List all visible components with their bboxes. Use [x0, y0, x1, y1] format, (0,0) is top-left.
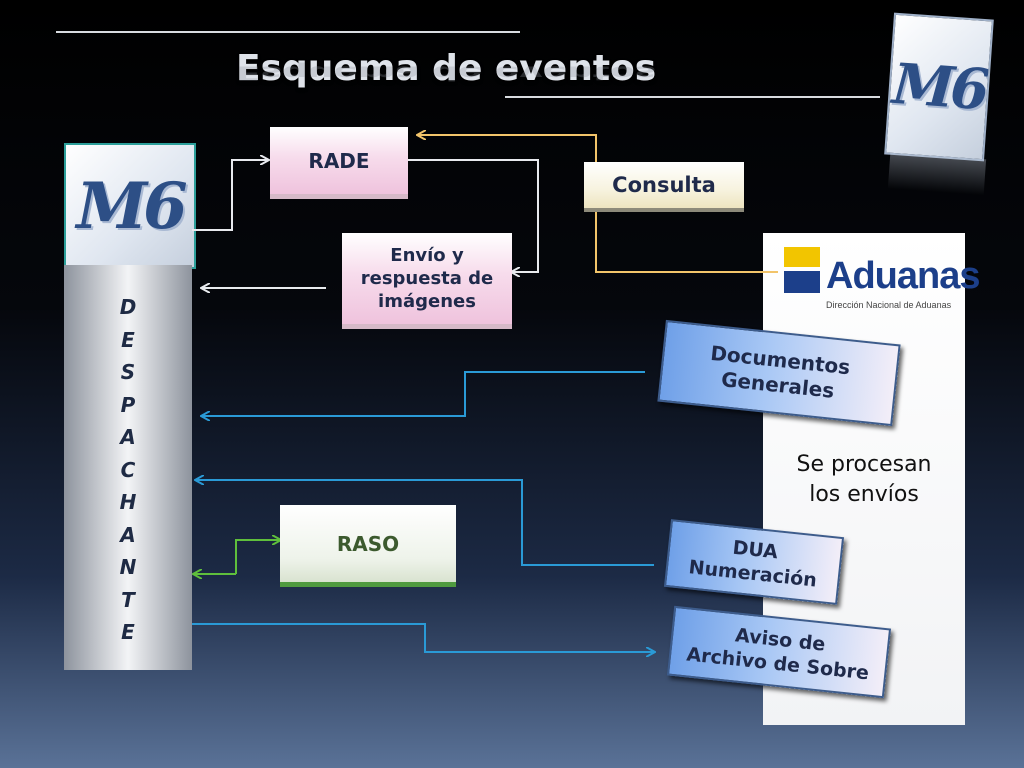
top-rule-right [505, 96, 880, 98]
rade-box: RADE [270, 127, 408, 199]
despachante-letter: E [121, 327, 135, 352]
despachante-letter: A [120, 522, 136, 547]
despachante-letter: N [119, 555, 137, 579]
top-rule-left [56, 31, 520, 33]
despachante-letter: P [120, 392, 136, 417]
despachante-letter: H [119, 490, 137, 514]
arrow-despachante-to-aviso [192, 623, 654, 652]
despachante-letter: D [119, 295, 137, 319]
consulta-box: Consulta [584, 162, 744, 212]
page-title: Esquema de eventos [236, 48, 657, 89]
arrow-documentos-to-despachante [202, 371, 645, 416]
arrow-dua-to-despachante [196, 480, 654, 566]
envio-label-line2: respuesta de [360, 268, 494, 289]
arrow-m6-to-rade [192, 160, 268, 231]
despachante-letter: T [121, 587, 135, 612]
process-note: Se procesan los envíos [770, 450, 958, 510]
despachante-letter: C [120, 457, 136, 482]
aduanas-logo-icon [784, 247, 820, 293]
arrow-rade-to-envio [408, 159, 539, 272]
process-note-line2: los envíos [809, 482, 919, 507]
despachante-letter: S [120, 360, 136, 384]
process-note-line1: Se procesan [796, 452, 932, 477]
arrow-raso-link [235, 540, 280, 574]
envio-label-line1: Envío y [390, 245, 464, 266]
envio-label-line3: imágenes [378, 291, 476, 312]
aduanas-subtitle: Dirección Nacional de Aduanas [826, 300, 952, 310]
m6-logo-text: M6 [76, 168, 187, 244]
m6-logo-left: M6 [64, 143, 196, 269]
raso-label: RASO [336, 531, 400, 556]
consulta-label: Consulta [612, 173, 716, 197]
despachante-letter: E [121, 620, 135, 644]
despachante-letter: A [120, 425, 136, 449]
raso-box: RASO [280, 505, 456, 587]
aduanas-name: Aduanas [826, 255, 980, 297]
rade-label: RADE [308, 148, 370, 173]
aduanas-logo [784, 247, 946, 313]
envio-box: Envío y respuesta de imágenes [342, 233, 512, 329]
despachante-column: D E S P A C H A N T E [64, 265, 192, 670]
